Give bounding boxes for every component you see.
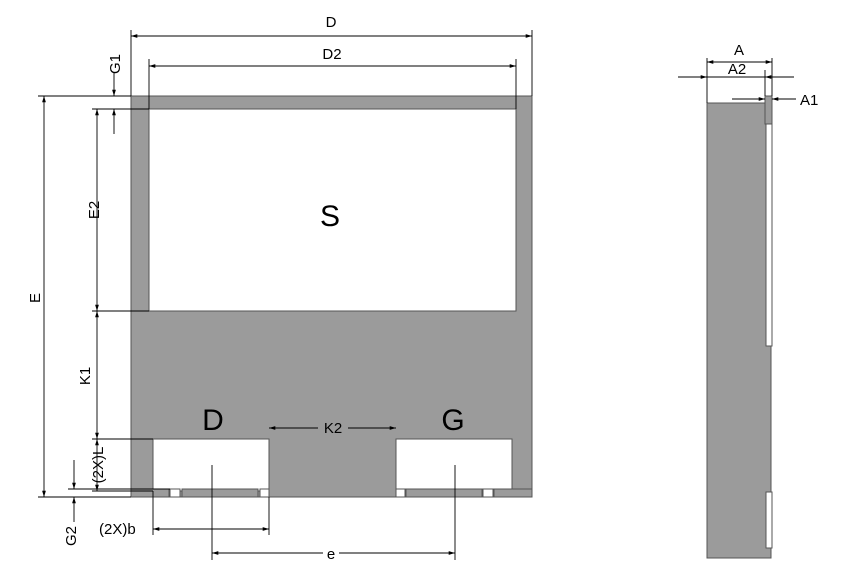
dim-A2: A2 — [678, 61, 794, 96]
dim-D2: D2 — [148, 46, 517, 109]
gate-lead-cutout — [395, 438, 513, 492]
dim-E: E — [27, 95, 131, 498]
lead-bar — [130, 488, 170, 498]
lead-tab — [259, 488, 270, 498]
svg-text:A1: A1 — [800, 92, 818, 109]
lead-tab — [169, 488, 181, 498]
side-view: A A2 A1 — [678, 42, 818, 559]
svg-text:E: E — [27, 293, 44, 303]
dim-A1: A1 — [732, 92, 818, 109]
side-tab-mid — [765, 123, 773, 347]
dim-D: D — [130, 14, 533, 96]
gate-lead-bar — [405, 488, 483, 498]
gate-label: G — [441, 404, 464, 437]
svg-text:G2: G2 — [63, 526, 80, 546]
svg-text:D: D — [326, 14, 337, 31]
side-tab-bottom — [765, 491, 773, 549]
source-pad — [148, 108, 517, 312]
drain-label: D — [202, 404, 224, 437]
svg-text:E2: E2 — [86, 201, 103, 219]
dim-e: e — [211, 465, 456, 563]
drain-lead-cutout — [152, 438, 270, 492]
svg-text:A2: A2 — [728, 61, 746, 78]
lead-tab — [482, 488, 494, 498]
lead-tab — [395, 488, 406, 498]
svg-text:A: A — [734, 42, 744, 59]
top-view: S D G D D2 G1 E — [27, 14, 533, 563]
drain-lead-bar — [181, 488, 259, 498]
svg-text:K2: K2 — [324, 420, 342, 437]
lead-bar — [493, 488, 533, 498]
source-label: S — [320, 200, 340, 233]
svg-text:(2X)b: (2X)b — [99, 521, 136, 538]
svg-text:(2X)L: (2X)L — [90, 447, 107, 484]
dim-E2: E2 — [86, 109, 149, 312]
dim-L: (2X)L — [90, 439, 153, 492]
dim-G2: G2 — [63, 460, 170, 546]
side-tab-top — [764, 95, 773, 125]
svg-text:K1: K1 — [77, 367, 94, 385]
dim-K2: K2 — [269, 418, 396, 437]
svg-text:D2: D2 — [322, 46, 341, 63]
dim-K1: K1 — [77, 311, 153, 440]
svg-text:e: e — [327, 546, 335, 563]
side-body — [706, 102, 772, 559]
svg-text:G1: G1 — [107, 54, 124, 74]
dim-b: (2X)b — [99, 491, 270, 538]
